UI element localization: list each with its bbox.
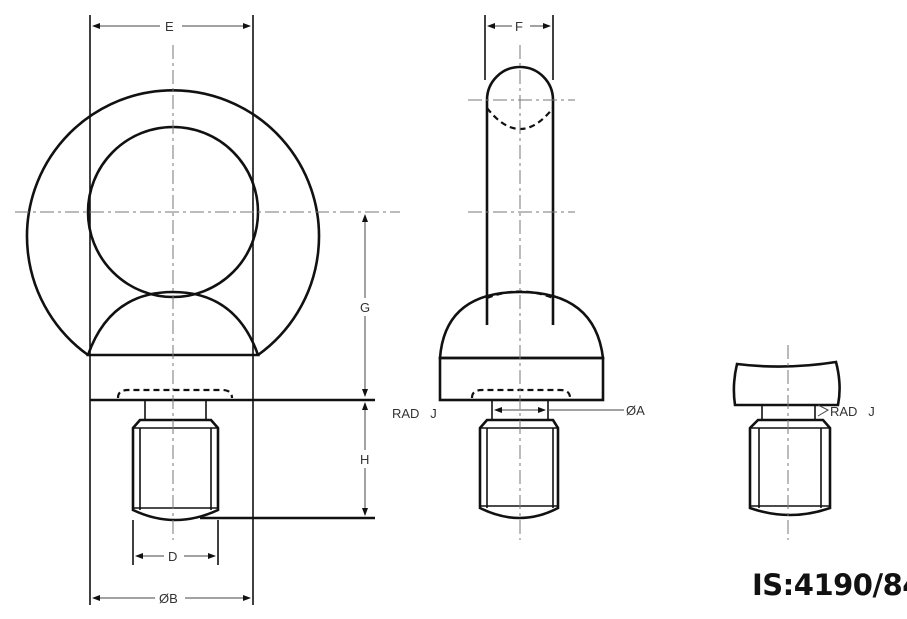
front-view: E G H D ØB <box>15 15 400 606</box>
side-view: F ØA RAD J <box>392 15 645 540</box>
dimension-a-label: ØA <box>626 403 645 418</box>
dimension-f-label: F <box>515 19 523 34</box>
rad-j-label: RAD J <box>392 406 437 421</box>
dimension-g-label: G <box>360 300 370 315</box>
standard-number: IS:4190/84 <box>752 568 907 602</box>
alternate-view: RAD J <box>732 345 875 540</box>
rad-j-label-alt: RAD J <box>830 404 875 419</box>
dimension-h-label: H <box>360 452 369 467</box>
dimension-d-label: D <box>168 549 177 564</box>
dimension-e-label: E <box>165 19 174 34</box>
dimension-b-label: ØB <box>159 591 178 606</box>
